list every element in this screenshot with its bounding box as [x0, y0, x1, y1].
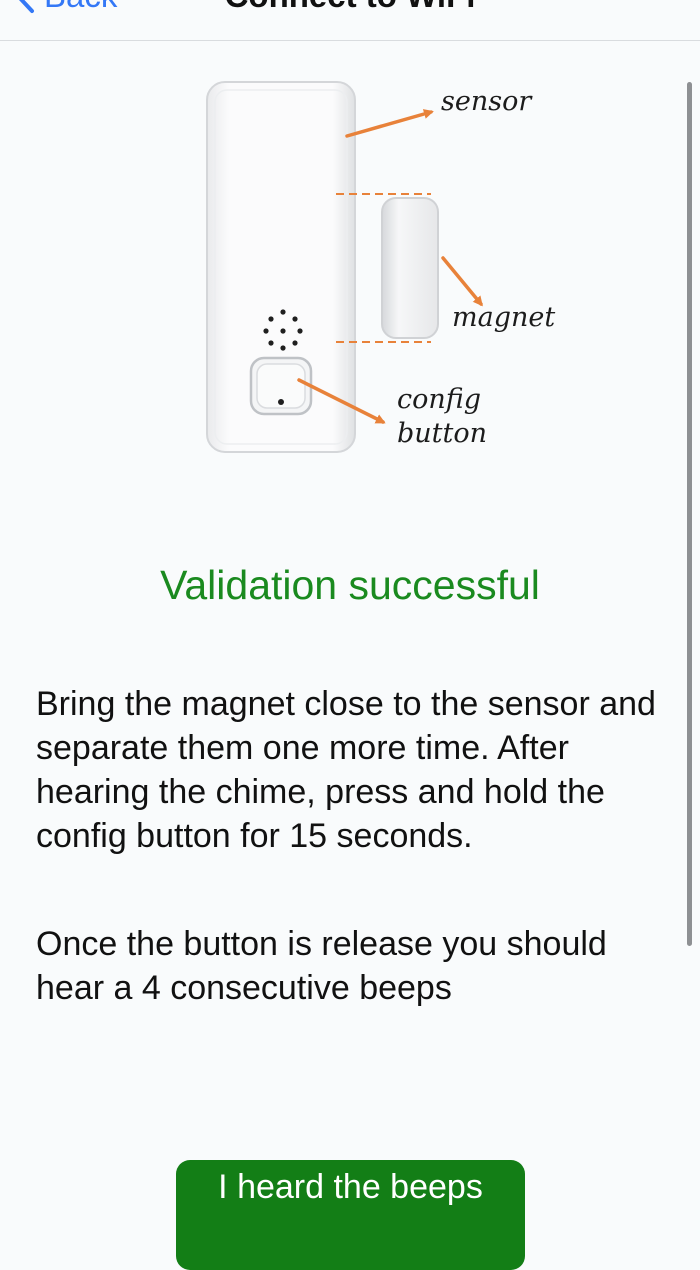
- sensor-body: [206, 81, 356, 453]
- scrollbar[interactable]: [687, 82, 692, 946]
- sensor-illustration: sensor magnet config button: [195, 72, 575, 462]
- back-button[interactable]: Back: [14, 0, 117, 16]
- alignment-guides: [336, 193, 431, 343]
- magnet-label: magnet: [452, 302, 555, 333]
- navigation-bar: Back Connect to WiFi: [0, 0, 700, 41]
- config-label-line1: config: [397, 384, 481, 415]
- config-button-icon: [249, 356, 313, 416]
- sensor-label: sensor: [441, 86, 533, 117]
- magnet-body: [381, 197, 439, 339]
- back-button-label: Back: [44, 0, 117, 15]
- note-text: Once the button is release you should he…: [36, 925, 607, 1007]
- speaker-grille-icon: [263, 309, 303, 351]
- heard-beeps-button[interactable]: I heard the beeps: [176, 1160, 525, 1270]
- status-title: Validation successful: [160, 562, 540, 608]
- chevron-left-icon: [18, 0, 34, 13]
- config-label-line2: button: [397, 418, 487, 449]
- page-title: Connect to WiFi: [0, 0, 700, 16]
- pointer-arrows: [297, 109, 483, 424]
- instructions-text: Bring the magnet close to the sensor and…: [36, 685, 656, 855]
